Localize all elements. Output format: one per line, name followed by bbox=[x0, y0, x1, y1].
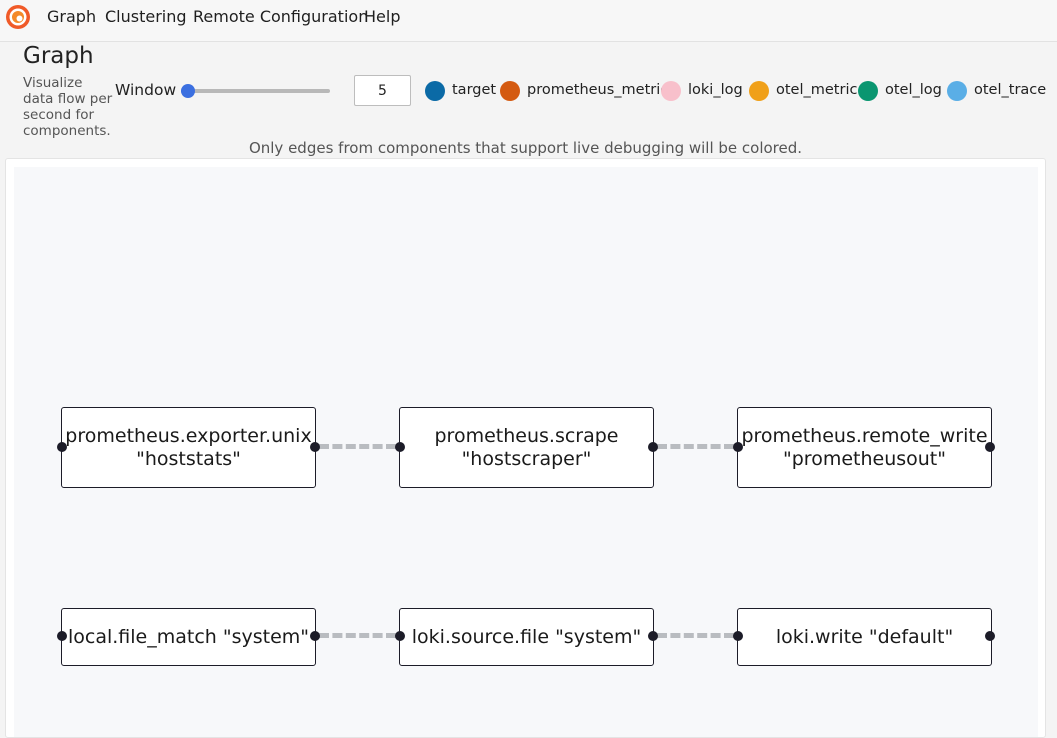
node-name: prometheus.exporter.unix bbox=[65, 424, 312, 447]
node-name: prometheus.remote_write bbox=[741, 424, 988, 447]
node-output-handle[interactable] bbox=[648, 631, 658, 641]
live-debugging-notice: Only edges from components that support … bbox=[248, 139, 803, 157]
node-name: prometheus.scrape bbox=[434, 424, 619, 447]
legend-label: otel_log bbox=[885, 82, 942, 98]
legend-swatch bbox=[500, 81, 520, 101]
legend-swatch bbox=[661, 81, 681, 101]
node-input-handle[interactable] bbox=[733, 631, 743, 641]
node-output-handle[interactable] bbox=[648, 442, 658, 452]
page-description: Visualize data flow per second for compo… bbox=[23, 75, 113, 139]
graph-node-prometheus-scrape[interactable]: prometheus.scrape "hostscraper" bbox=[399, 407, 654, 488]
graph-node-prometheus-exporter-unix[interactable]: prometheus.exporter.unix "hoststats" bbox=[61, 407, 316, 488]
node-name: loki.write "default" bbox=[775, 625, 954, 648]
graph-edge[interactable] bbox=[319, 633, 396, 638]
legend-label: target bbox=[452, 82, 497, 98]
graph-edge[interactable] bbox=[319, 444, 396, 449]
graph-edge[interactable] bbox=[657, 444, 734, 449]
node-output-handle[interactable] bbox=[985, 442, 995, 452]
graph-node-loki-source-file[interactable]: loki.source.file "system" bbox=[399, 608, 654, 666]
graph-node-local-file-match[interactable]: local.file_match "system" bbox=[61, 608, 316, 666]
page-title: Graph bbox=[23, 43, 94, 69]
legend-swatch bbox=[858, 81, 878, 101]
node-input-handle[interactable] bbox=[395, 631, 405, 641]
window-value-input[interactable] bbox=[354, 75, 411, 106]
node-output-handle[interactable] bbox=[310, 442, 320, 452]
legend-label: otel_metric bbox=[776, 82, 858, 98]
top-menu-bar: Graph Clustering Remote Configuration He… bbox=[0, 0, 1057, 42]
menu-item-clustering[interactable]: Clustering bbox=[105, 7, 187, 26]
legend-label: prometheus_metric bbox=[527, 82, 669, 98]
node-input-handle[interactable] bbox=[733, 442, 743, 452]
legend-label: loki_log bbox=[688, 82, 743, 98]
node-input-handle[interactable] bbox=[395, 442, 405, 452]
window-label: Window bbox=[115, 81, 177, 99]
graph-edge[interactable] bbox=[657, 633, 734, 638]
node-label: "prometheusout" bbox=[783, 447, 946, 470]
node-label: "hostscraper" bbox=[461, 447, 592, 470]
window-slider-handle[interactable] bbox=[181, 84, 196, 98]
alloy-logo-icon[interactable] bbox=[5, 4, 31, 30]
node-name: loki.source.file "system" bbox=[411, 625, 642, 648]
window-slider[interactable] bbox=[181, 84, 330, 98]
node-input-handle[interactable] bbox=[57, 442, 67, 452]
node-label: "hoststats" bbox=[136, 447, 241, 470]
node-output-handle[interactable] bbox=[310, 631, 320, 641]
menu-item-graph[interactable]: Graph bbox=[47, 7, 97, 26]
node-output-handle[interactable] bbox=[985, 631, 995, 641]
node-input-handle[interactable] bbox=[57, 631, 67, 641]
legend-label: otel_trace bbox=[974, 82, 1047, 98]
legend-swatch bbox=[947, 81, 967, 101]
menu-item-help[interactable]: Help bbox=[364, 7, 401, 26]
graph-node-loki-write[interactable]: loki.write "default" bbox=[737, 608, 992, 666]
legend-swatch bbox=[749, 81, 769, 101]
graph-node-prometheus-remote-write[interactable]: prometheus.remote_write "prometheusout" bbox=[737, 407, 992, 488]
menu-item-remote-configuration[interactable]: Remote Configuration bbox=[193, 7, 369, 26]
node-name: local.file_match "system" bbox=[67, 625, 310, 648]
legend-swatch bbox=[425, 81, 445, 101]
